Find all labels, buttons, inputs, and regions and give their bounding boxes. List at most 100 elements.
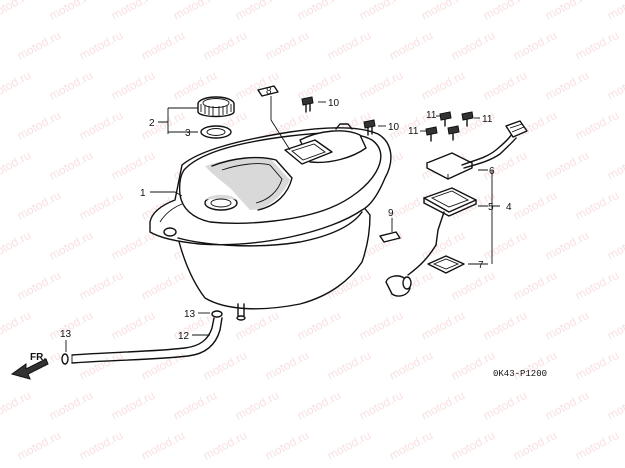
- watermark-text: motod.ru: [201, 428, 249, 463]
- callout-1: 1: [140, 188, 146, 199]
- watermark-text: motod.ru: [201, 28, 249, 63]
- watermark-text: motod.ru: [263, 428, 311, 463]
- callout-13-tube: 13: [60, 329, 72, 340]
- cap-gasket: [200, 125, 232, 139]
- watermark-text: motod.ru: [325, 348, 373, 383]
- watermark-text: motod.ru: [573, 268, 621, 303]
- callout-6: 6: [489, 166, 495, 177]
- callout-7: 7: [478, 260, 484, 271]
- fuel-cap: [197, 96, 235, 118]
- watermark-text: motod.ru: [47, 68, 95, 103]
- fuel-tube: [71, 317, 223, 364]
- watermark-text: motod.ru: [419, 68, 467, 103]
- watermark-text: motod.ru: [543, 68, 591, 103]
- watermark-text: motod.ru: [543, 148, 591, 183]
- clip-13-tube: [61, 353, 69, 365]
- watermark-text: motod.ru: [233, 0, 281, 23]
- watermark-text: motod.ru: [0, 68, 33, 103]
- watermark-text: motod.ru: [139, 108, 187, 143]
- watermark-text: motod.ru: [139, 348, 187, 383]
- watermark-text: motod.ru: [171, 388, 219, 423]
- callout-11-right: 11: [482, 114, 493, 125]
- watermark-text: motod.ru: [15, 28, 63, 63]
- watermark-text: motod.ru: [605, 308, 625, 343]
- watermark-text: motod.ru: [109, 148, 157, 183]
- watermark-text: motod.ru: [605, 148, 625, 183]
- fuel-unit: [385, 120, 528, 297]
- clip-13-tank: [211, 310, 223, 318]
- watermark-text: motod.ru: [387, 428, 435, 463]
- callout-5: 5: [488, 202, 494, 213]
- watermark-text: motod.ru: [605, 68, 625, 103]
- screws-11: [425, 111, 474, 142]
- callout-11-left-lower: 11: [408, 126, 419, 137]
- watermark-text: motod.ru: [419, 308, 467, 343]
- watermark-text: motod.ru: [605, 228, 625, 263]
- watermark-text: motod.ru: [449, 428, 497, 463]
- watermark-text: motod.ru: [481, 308, 529, 343]
- watermark-text: motod.ru: [387, 348, 435, 383]
- watermark-text: motod.ru: [573, 108, 621, 143]
- watermark-text: motod.ru: [511, 428, 559, 463]
- bolt-10b: [363, 119, 376, 136]
- watermark-text: motod.ru: [0, 228, 33, 263]
- watermark-text: motod.ru: [47, 228, 95, 263]
- watermark-text: motod.ru: [15, 268, 63, 303]
- watermark-text: motod.ru: [0, 0, 33, 23]
- watermark-text: motod.ru: [481, 68, 529, 103]
- watermark-text: motod.ru: [109, 308, 157, 343]
- watermark-text: motod.ru: [139, 28, 187, 63]
- leader-lines: [65, 96, 500, 352]
- watermark-text: motod.ru: [449, 268, 497, 303]
- watermark-text: motod.ru: [263, 28, 311, 63]
- watermark-text: motod.ru: [419, 0, 467, 23]
- watermark-text: motod.ru: [0, 388, 33, 423]
- watermark-text: motod.ru: [109, 228, 157, 263]
- watermark-text: motod.ru: [263, 348, 311, 383]
- callout-12: 12: [178, 331, 190, 342]
- watermark-text: motod.ru: [605, 0, 625, 23]
- watermark-text: motod.ru: [543, 308, 591, 343]
- watermark-text: motod.ru: [573, 28, 621, 63]
- watermark-text: motod.ru: [543, 388, 591, 423]
- watermark-text: motod.ru: [387, 28, 435, 63]
- watermark-text: motod.ru: [573, 428, 621, 463]
- watermark-text: motod.ru: [139, 268, 187, 303]
- watermark-text: motod.ru: [419, 388, 467, 423]
- watermark-text: motod.ru: [481, 228, 529, 263]
- fuel-tank: [149, 123, 392, 321]
- watermark-text: motod.ru: [511, 28, 559, 63]
- watermark-text: motod.ru: [295, 0, 343, 23]
- watermark-text: motod.ru: [233, 388, 281, 423]
- watermark-text: motod.ru: [139, 428, 187, 463]
- watermark-text: motod.ru: [325, 428, 373, 463]
- watermark-text: motod.ru: [0, 148, 33, 183]
- bolt-10a: [301, 96, 314, 113]
- tank-pad: [379, 231, 401, 243]
- watermark-text: motod.ru: [543, 228, 591, 263]
- callout-4: 4: [506, 202, 512, 213]
- watermark-text: motod.ru: [449, 348, 497, 383]
- watermark-text: motod.ru: [481, 0, 529, 23]
- watermark-text: motod.ru: [15, 108, 63, 143]
- watermark-text: motod.ru: [233, 308, 281, 343]
- watermark-text: motod.ru: [0, 308, 33, 343]
- watermark-text: motod.ru: [573, 348, 621, 383]
- watermark-text: motod.ru: [481, 388, 529, 423]
- watermark-text: motod.ru: [511, 268, 559, 303]
- watermark-text: motod.ru: [357, 0, 405, 23]
- watermark-text: motod.ru: [171, 0, 219, 23]
- callout-9: 9: [388, 208, 394, 219]
- watermark-text: motod.ru: [109, 68, 157, 103]
- watermark-text: motod.ru: [511, 188, 559, 223]
- watermark-text: motod.ru: [573, 188, 621, 223]
- watermark-text: motod.ru: [15, 428, 63, 463]
- watermark-text: motod.ru: [77, 428, 125, 463]
- callout-3: 3: [185, 128, 191, 139]
- callout-10-upper: 10: [328, 98, 340, 109]
- watermark-text: motod.ru: [77, 188, 125, 223]
- watermark-text: motod.ru: [543, 0, 591, 23]
- callout-11-left-upper: 11: [426, 110, 437, 121]
